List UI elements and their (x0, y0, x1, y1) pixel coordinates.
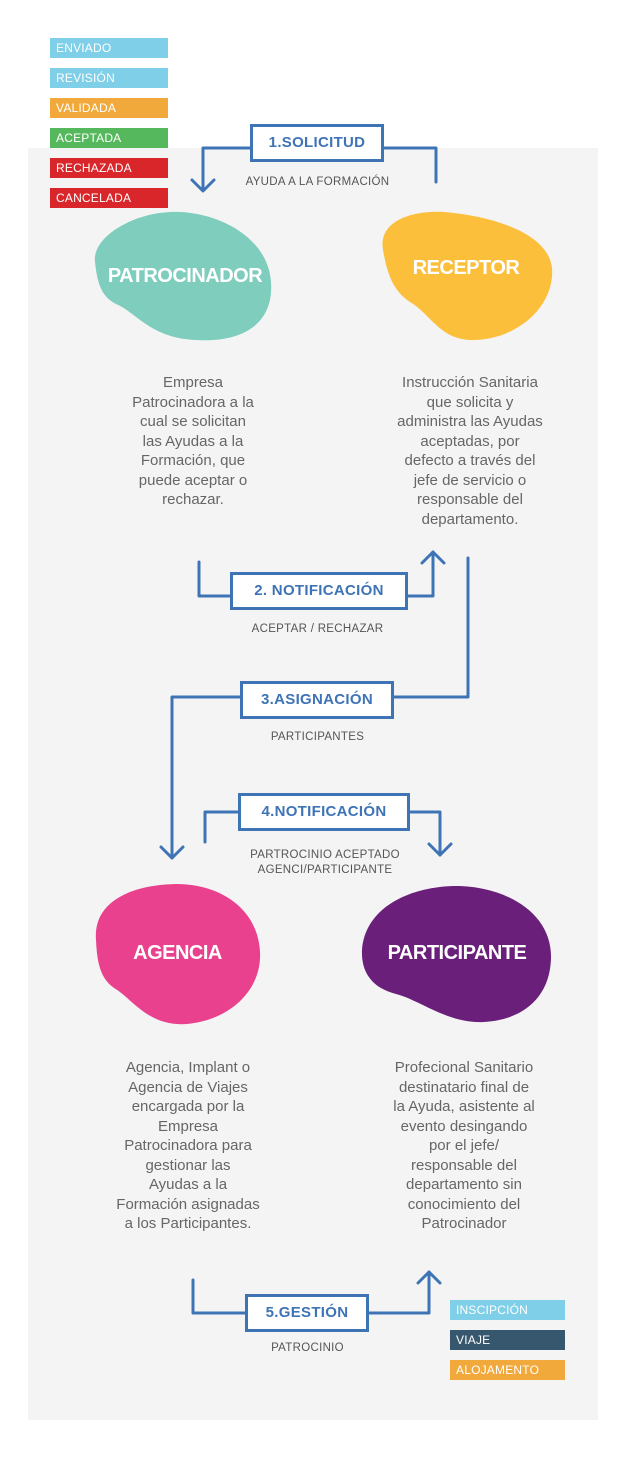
step-asignacion-sub: PARTICIPANTES (270, 731, 365, 743)
desc-line: Patrocinadora a la (132, 393, 254, 411)
desc-line: evento desingando (400, 1117, 528, 1135)
participante-description: Profecional Sanitario destinatario final… (353, 1058, 575, 1234)
gestion-item-inscripcion: INSCIPCIÓN (450, 1300, 565, 1320)
agencia-description: Agencia, Implant o Agencia de Viajes enc… (80, 1058, 296, 1234)
step-notificacion-1-sub: ACEPTAR / RECHAZAR (251, 623, 384, 635)
step-notificacion-2-sub-line1: PARTROCINIO ACEPTADO (250, 849, 400, 861)
desc-line: Agencia de Viajes (128, 1078, 248, 1096)
patrocinador-description: Empresa Patrocinadora a la cual se solic… (90, 373, 296, 510)
status-enviado: ENVIADO (50, 38, 168, 58)
desc-line: administra las Ayudas (397, 413, 543, 430)
desc-line: departamento sin (406, 1176, 522, 1193)
desc-line: Empresa (162, 374, 224, 391)
step-asignacion: 3.ASIGNACIÓN (240, 681, 394, 719)
desc-line: Empresa (157, 1117, 219, 1135)
desc-line: cual se solicitan (140, 413, 246, 430)
step-notificacion-2-sub: PARTROCINIO ACEPTADO AGENCI/PARTICIPANTE (200, 848, 450, 878)
receptor-blob (382, 211, 553, 341)
participante-title: PARTICIPANTE (387, 942, 527, 964)
patrocinador-blob (94, 211, 272, 341)
desc-line: gestionar las (145, 1156, 231, 1174)
step-notificacion-1: 2. NOTIFICACIÓN (230, 572, 408, 610)
step-gestion: 5.GESTIÓN (245, 1294, 369, 1332)
diagram-panel (28, 148, 598, 1420)
desc-line: Patrocinador (421, 1215, 507, 1232)
step-solicitud-sub: AYUDA A LA FORMACIÓN (245, 176, 390, 188)
status-rechazada: RECHAZADA (50, 158, 168, 178)
desc-line: encargada por la (131, 1098, 245, 1115)
desc-line: a los Participantes. (124, 1215, 252, 1232)
desc-line: responsable del (417, 491, 523, 508)
desc-line: Ayudas a la (148, 1176, 228, 1193)
status-revision: REVISIÓN (50, 68, 168, 88)
desc-line: por el jefe/ (428, 1137, 500, 1154)
receptor-title: RECEPTOR (412, 257, 520, 279)
step-notificacion-2-sub-line2: AGENCI/PARTICIPANTE (257, 864, 393, 876)
desc-line: Agencia, Implant o (125, 1059, 251, 1076)
desc-line: Patrocinadora para (124, 1137, 252, 1154)
step-notificacion-2: 4.NOTIFICACIÓN (238, 793, 410, 831)
receptor-description: Instrucción Sanitaria que solicita y adm… (360, 373, 580, 529)
agencia-blob (95, 884, 261, 1025)
desc-line: que solicita y (426, 393, 514, 411)
desc-line: jefe de servicio o (413, 471, 527, 489)
arrowhead-gestion (416, 1270, 442, 1285)
arrowhead-asignacion (159, 845, 185, 860)
agencia-title: AGENCIA (133, 942, 222, 964)
desc-line: rechazar. (162, 491, 224, 508)
desc-line: las Ayudas a la (142, 432, 244, 450)
arrowhead-notificacion-1 (420, 550, 446, 565)
desc-line: Formación, que (140, 452, 246, 469)
gestion-item-viaje: VIAJE (450, 1330, 565, 1350)
desc-line: Profecional Sanitario (394, 1059, 534, 1076)
patrocinador-title: PATROCINADOR (107, 265, 263, 287)
desc-line: aceptadas, por (420, 432, 520, 450)
status-aceptada: ACEPTADA (50, 128, 168, 148)
desc-line: puede aceptar o (138, 471, 248, 489)
status-validada: VALIDADA (50, 98, 168, 118)
desc-line: conocimiento del (407, 1195, 521, 1213)
desc-line: la Ayuda, asistente al (393, 1098, 535, 1115)
arrowhead-notificacion-2 (427, 842, 453, 857)
desc-line: responsable del (411, 1156, 517, 1174)
status-cancelada: CANCELADA (50, 188, 168, 208)
step-solicitud: 1.SOLICITUD (250, 124, 384, 162)
desc-line: Formación asignadas (116, 1195, 260, 1213)
arrowhead-solicitud (190, 178, 216, 193)
participante-blob (361, 885, 552, 1023)
gestion-item-alojamento: ALOJAMENTO (450, 1360, 565, 1380)
desc-line: defecto a través del (404, 452, 536, 469)
step-gestion-sub: PATROCINIO (271, 1342, 344, 1354)
desc-line: destinatario final de (398, 1078, 530, 1096)
desc-line: Instrucción Sanitaria (402, 374, 538, 391)
desc-line: departamento. (421, 510, 519, 528)
